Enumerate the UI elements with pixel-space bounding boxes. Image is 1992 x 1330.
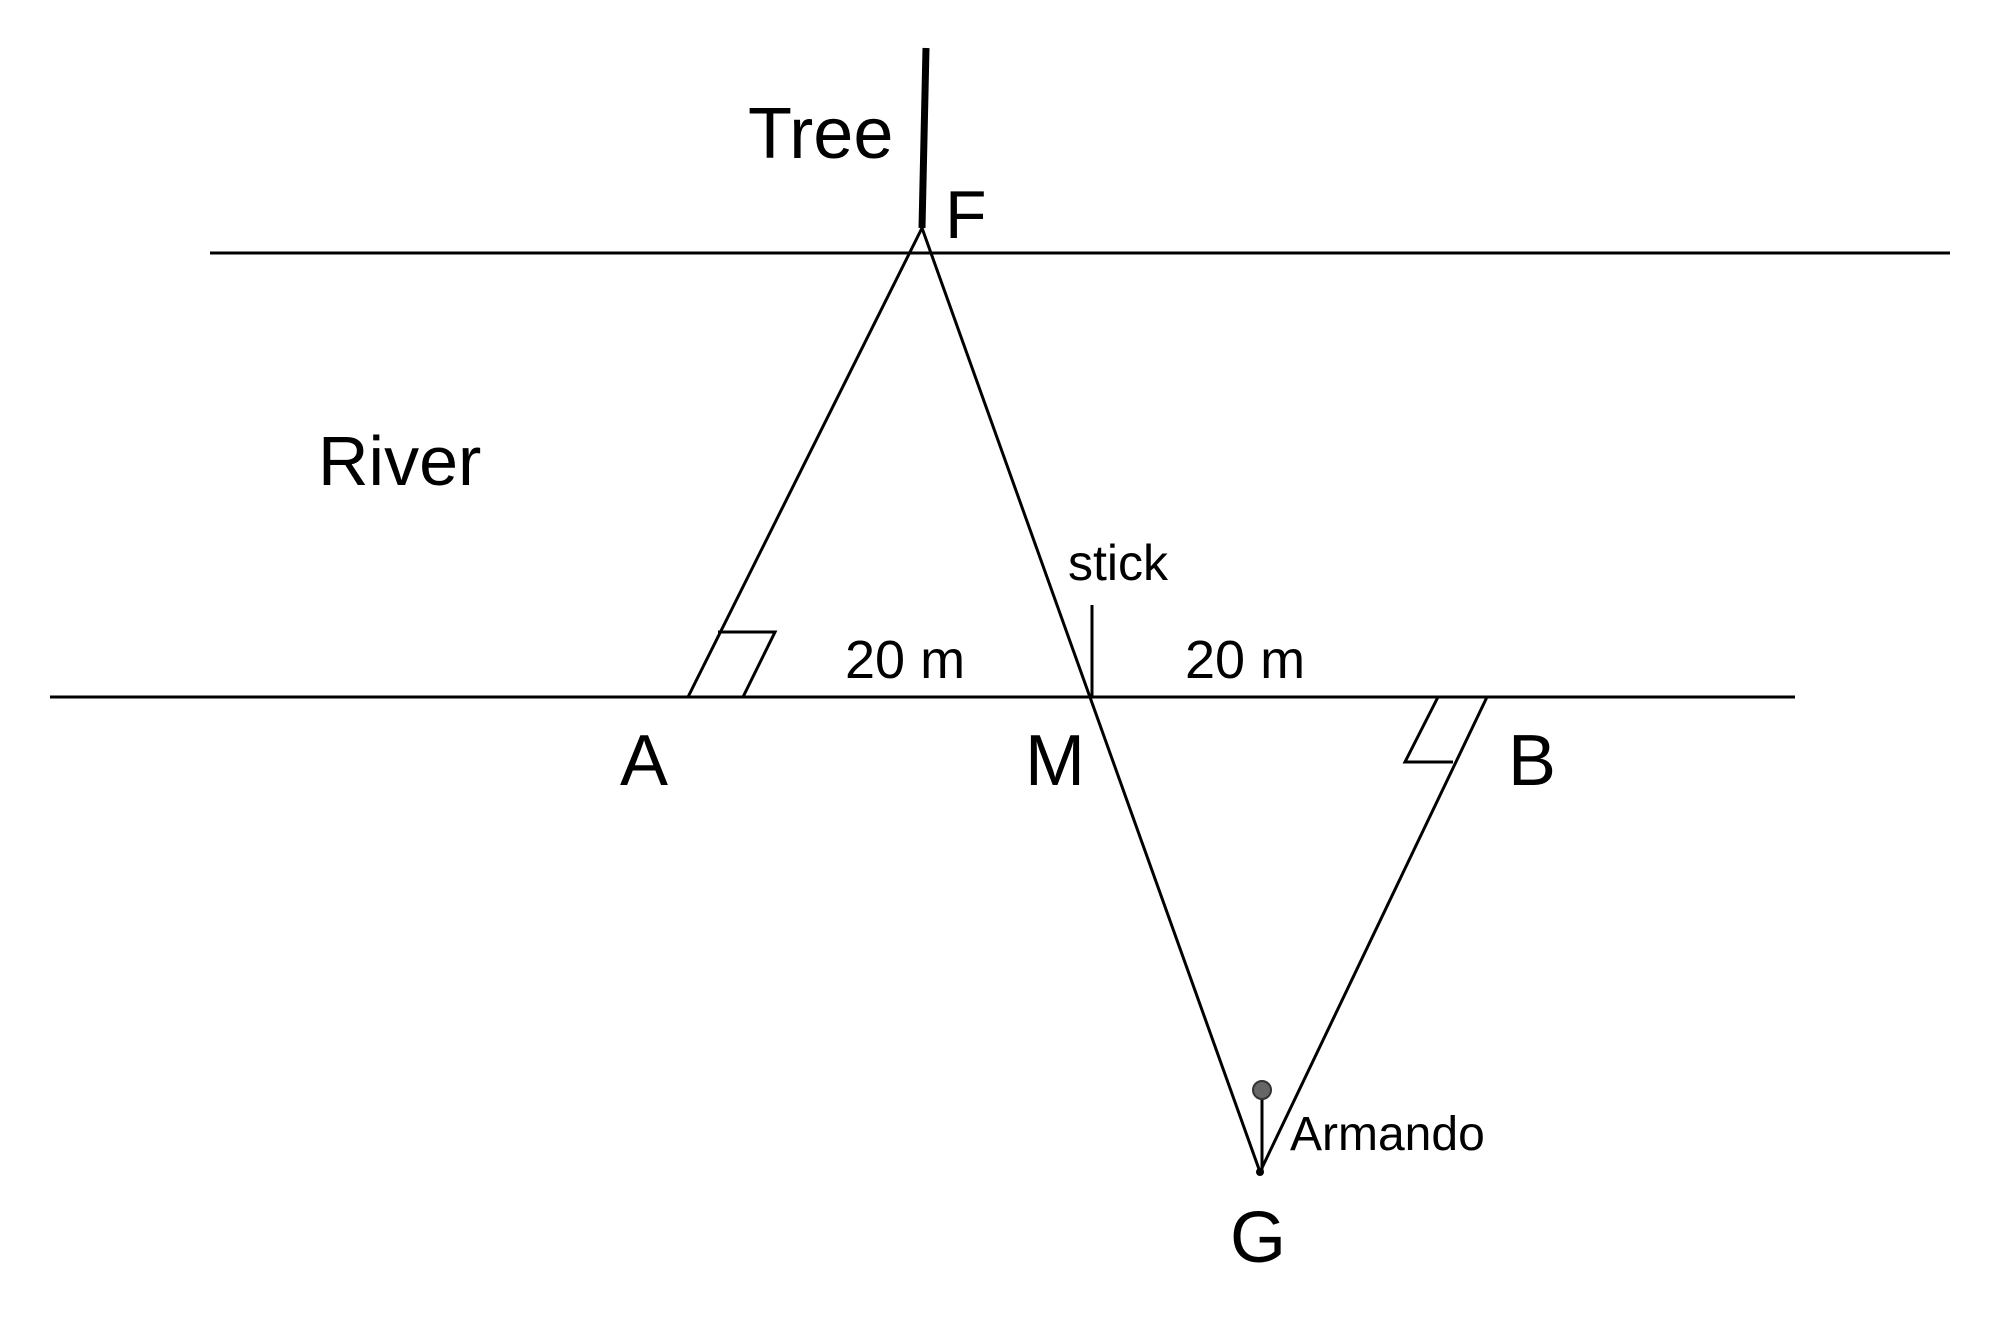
river-label: River [318,422,481,500]
point-a-label: A [620,721,668,801]
segment-bg [1258,696,1489,1173]
segment-fa [686,227,924,698]
tree-label: Tree [748,94,893,174]
tree-trunk [918,47,930,229]
point-m-label: M [1025,721,1085,801]
point-b-label: B [1508,721,1556,801]
point-f-label: F [945,177,987,253]
segment-fg [920,227,1262,1173]
point-g-label: G [1230,1198,1286,1278]
armando-label: Armando [1290,1108,1485,1161]
right-angle-marker-a [718,630,778,698]
armando-figure-head [1252,1080,1272,1100]
point-g-dot [1256,1168,1264,1176]
stick-label: stick [1068,535,1169,591]
measurement-am-label: 20 m [845,630,965,690]
measurement-mb-label: 20 m [1185,630,1305,690]
right-angle-marker-b [1402,696,1453,764]
